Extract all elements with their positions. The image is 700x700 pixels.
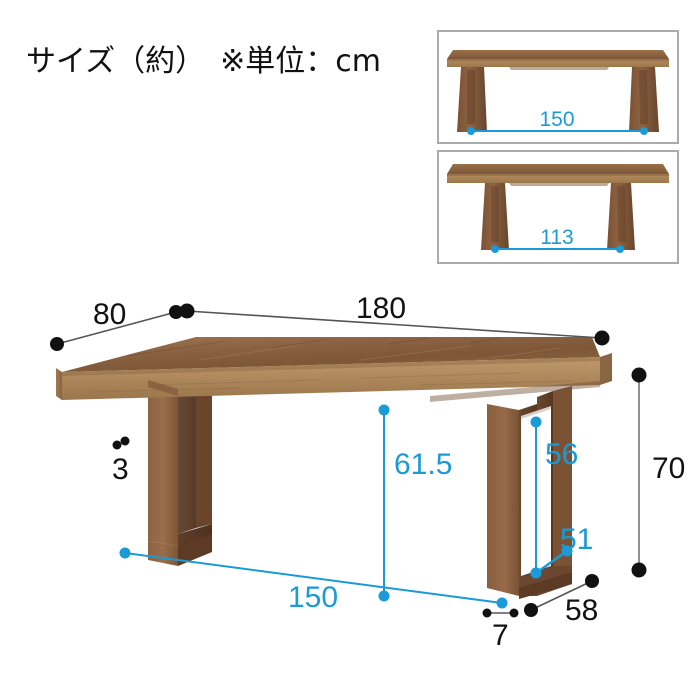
table-left-leg-front-upright (148, 380, 178, 396)
inset-front-view-upper: 150 (437, 30, 679, 144)
dimension-label-58: 58 (565, 594, 598, 627)
table-left-leg (148, 377, 212, 566)
table-right-leg (487, 386, 572, 599)
inset-upper-drawing: 150 (447, 50, 669, 135)
dimension-knee-clearance-615: 61.5 (378, 404, 452, 602)
dimension-foot-7: 7 (482, 608, 519, 652)
dimension-leg-inner-depth-51: 51 (530, 523, 593, 579)
dimension-label-7: 7 (492, 619, 509, 652)
page-title: サイズ（約） ※単位：cm (26, 44, 381, 79)
dimension-label-180: 180 (356, 292, 406, 325)
dimension-label-615: 61.5 (394, 448, 452, 481)
dimension-inner-span-150: 150 (119, 547, 508, 614)
dimension-thickness-3: 3 (112, 436, 130, 486)
inset-front-view-lower: 113 (437, 150, 679, 264)
inset-lower-drawing: 113 (447, 164, 669, 253)
inset-upper-legs (457, 67, 659, 132)
dimension-leg-depth-58: 58 (524, 574, 599, 627)
inset-upper-dimension-150: 150 (467, 108, 648, 135)
dimension-label-80: 80 (93, 298, 126, 331)
inset-lower-dimension-label: 113 (540, 226, 573, 249)
dimension-width-180: 180 (179, 292, 610, 346)
dimension-depth-80: 80 (50, 298, 183, 351)
dimension-label-51: 51 (560, 523, 593, 556)
inset-lower-tabletop (447, 164, 669, 186)
inset-lower-dimension-113: 113 (491, 226, 624, 253)
inset-upper-dimension-label: 150 (539, 108, 574, 131)
dimension-label-150: 150 (288, 581, 338, 614)
inset-lower-legs (481, 183, 635, 250)
dimension-label-56: 56 (545, 438, 578, 471)
dimension-leg-inner-height-56: 56 (530, 416, 578, 579)
tabletop (56, 337, 612, 402)
inset-upper-tabletop (447, 50, 669, 70)
dimension-height-70: 70 (631, 367, 685, 578)
dimension-label-70: 70 (652, 452, 685, 485)
dimension-label-3: 3 (112, 453, 129, 486)
